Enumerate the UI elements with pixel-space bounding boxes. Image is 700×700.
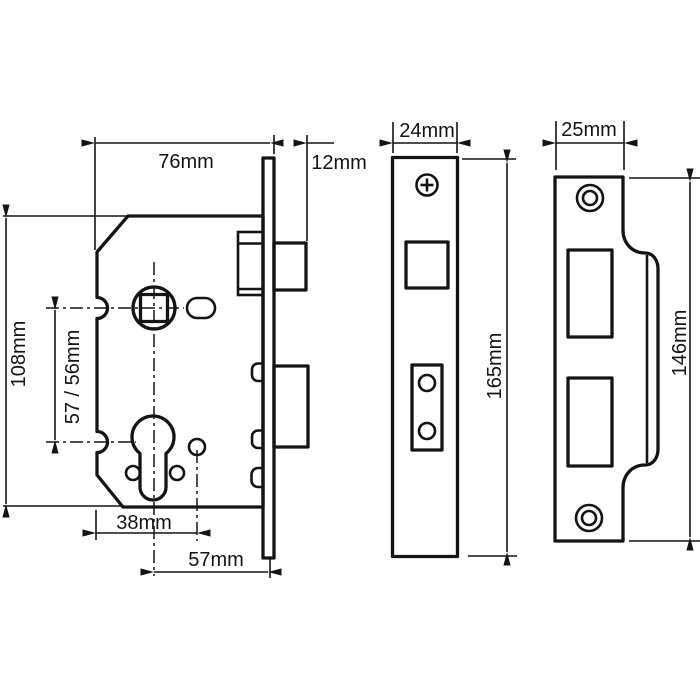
- strike-plate-dimensions: 25mm 146mm: [542, 119, 700, 551]
- dim-label-case-depth: 76mm: [158, 151, 214, 173]
- faceplate-outline: [390, 155, 460, 559]
- faceplate-dimensions: 24mm 165mm: [379, 120, 517, 566]
- strike-plate-view: [553, 175, 660, 543]
- bolt-tabs: [250, 362, 264, 489]
- lock-case-outline: [95, 214, 265, 509]
- latch-keep-hole: [566, 248, 614, 339]
- dim-label-faceplate-height: 165mm: [484, 333, 506, 400]
- dim-label-faceplate-width: 24mm: [399, 120, 455, 142]
- strike-screw-hole-top: [575, 183, 605, 213]
- latch-bolt: [236, 230, 308, 297]
- strike-screw-hole-bottom: [574, 503, 604, 533]
- faceplate-front-view: [390, 155, 460, 559]
- euro-cylinder-hole: [130, 414, 176, 502]
- dim-label-backset: 57mm: [188, 549, 244, 571]
- dim-label-handle-hole-offset: 38mm: [116, 512, 172, 534]
- deadbolt: [272, 364, 310, 449]
- cylinder-fixing-hole-right: [168, 464, 186, 482]
- phillips-screw: [415, 173, 439, 197]
- centerlines: [46, 262, 198, 576]
- dim-label-centres: 57 / 56mm: [62, 330, 84, 424]
- cylinder-slot: [410, 363, 444, 452]
- dim-label-strike-width: 25mm: [561, 119, 617, 141]
- lock-case-dimensions: 76mm 12mm 108mm 57 / 56mm 38mm 57mm: [2, 135, 367, 578]
- faceplate-edge-strip: [261, 156, 276, 560]
- dim-label-bolt-projection: 12mm: [311, 152, 367, 174]
- oval-slot: [185, 296, 217, 320]
- deadbolt-keep-hole: [566, 376, 614, 468]
- cylinder-fixing-hole-left: [124, 464, 142, 482]
- dim-label-case-height: 108mm: [8, 321, 30, 388]
- strike-plate-outline: [553, 175, 660, 543]
- latch-square-hole: [404, 240, 450, 290]
- lock-case-side-view: [46, 156, 310, 576]
- dim-label-strike-height: 146mm: [669, 310, 691, 377]
